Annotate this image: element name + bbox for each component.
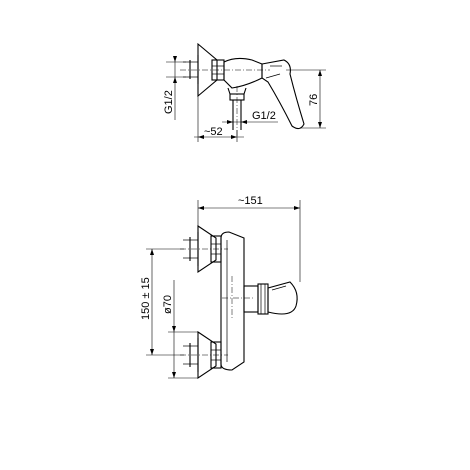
- dim-g-half-bottom: G1/2: [222, 110, 278, 124]
- dim-diameter-70: ø70: [162, 280, 198, 379]
- side-outlet: [227, 86, 247, 138]
- label-height-76: 76: [308, 94, 320, 106]
- label-width-151: ~151: [238, 195, 263, 207]
- label-g-half-left: G1/2: [163, 90, 175, 114]
- front-view: ~151: [140, 195, 301, 380]
- dim-height-76: 76: [286, 69, 326, 129]
- side-wall-connector: [183, 55, 199, 84]
- dim-centers-150: 150 ± 15: [140, 248, 184, 356]
- side-lever: [261, 59, 305, 130]
- dim-g-half-left: G1/2: [163, 56, 186, 120]
- label-g-half-bottom: G1/2: [252, 110, 276, 122]
- front-body: [220, 231, 245, 371]
- side-body: [223, 57, 263, 89]
- front-lever: [243, 281, 298, 315]
- dim-width-151: ~151: [197, 195, 301, 282]
- label-depth-52: ~52: [204, 126, 223, 138]
- dim-depth-52: ~52: [194, 96, 244, 142]
- label-centers-150: 150 ± 15: [140, 277, 152, 320]
- side-view: G1/2 ~52 G1/2 76: [163, 42, 326, 142]
- label-diameter-70: ø70: [162, 295, 174, 314]
